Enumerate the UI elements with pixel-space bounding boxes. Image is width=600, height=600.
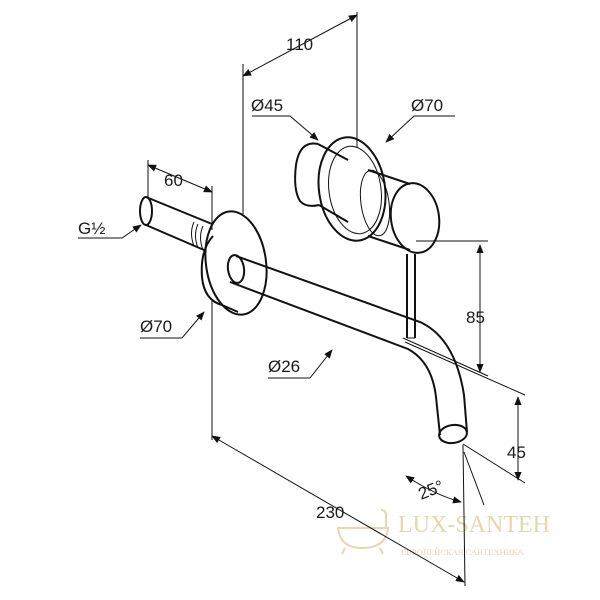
spout-rosette-label: Ø70 <box>140 317 172 336</box>
dimension-outlet-height: 45 <box>507 396 526 481</box>
reference-lines <box>147 12 526 587</box>
dimension-45-label: 45 <box>507 443 526 462</box>
dimension-concealed-depth: 110 <box>242 14 358 77</box>
dimension-spout-rosette: Ø70 <box>140 311 205 339</box>
spout <box>226 254 468 445</box>
dimension-spout-diameter: Ø26 <box>268 349 333 379</box>
dimension-230-label: 230 <box>316 503 344 522</box>
dimension-60-label: 60 <box>164 171 183 190</box>
dimension-handle-diameter: Ø45 <box>251 96 319 141</box>
watermark-brand: LUX-SANTEH <box>398 512 550 538</box>
dimension-110-label: 110 <box>286 35 313 54</box>
mixer-handle <box>294 136 441 339</box>
dimension-outlet-angle: 25° <box>405 451 485 506</box>
watermark-tagline: ЕВРОПЕЙСКАЯ САНТЕХНИКА <box>401 547 525 557</box>
bathtub-logo-icon <box>336 509 390 555</box>
dimension-handle-rosette: Ø70 <box>385 96 455 143</box>
inlet-pipe <box>139 196 213 251</box>
angle-25-label: 25° <box>416 477 447 504</box>
spout-diameter-label: Ø26 <box>268 357 300 376</box>
spout-rosette <box>200 210 268 316</box>
dimension-85-label: 85 <box>466 308 485 327</box>
dimension-inlet-length: 60 <box>147 164 213 193</box>
handle-diameter-label: Ø45 <box>251 96 283 115</box>
handle-rosette-label: Ø70 <box>411 96 443 115</box>
dimension-spout-reach: 230 <box>211 435 465 583</box>
thread-label: G½ <box>78 219 105 238</box>
watermark: LUX-SANTEH ЕВРОПЕЙСКАЯ САНТЕХНИКА <box>336 509 550 557</box>
dimension-thread: G½ <box>78 219 142 239</box>
dimension-handle-height: 85 <box>466 244 485 373</box>
